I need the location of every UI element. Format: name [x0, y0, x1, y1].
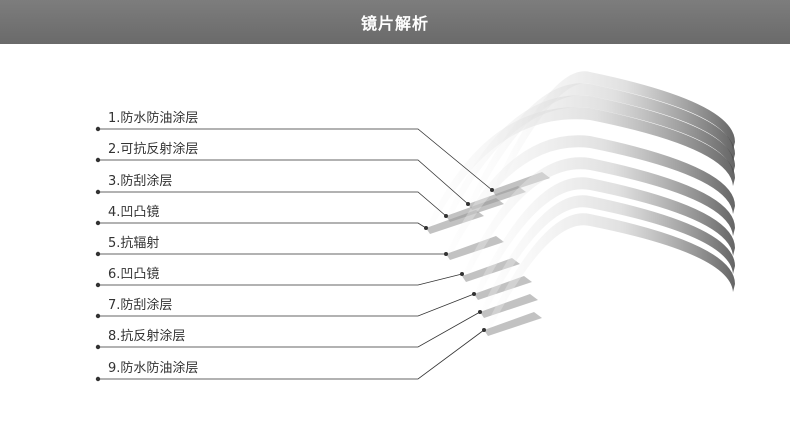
page-title: 镜片解析 [360, 14, 429, 33]
leader-end-7 [472, 292, 476, 296]
lens-layer-4 [426, 107, 735, 236]
leader-line-4 [98, 222, 427, 229]
lens-stack [426, 71, 735, 338]
leader-end-6 [460, 272, 464, 276]
layer-label-5: 5.抗辐射 [108, 236, 160, 251]
leader-lines [95, 126, 494, 382]
layer-label-7: 7.防刮涂层 [108, 298, 173, 313]
header-bar: 镜片解析 [0, 0, 790, 44]
layer-label-1: 1.防水防油涂层 [108, 111, 199, 126]
leader-end-1 [490, 188, 494, 192]
leader-end-8 [478, 310, 482, 314]
layer-label-8: 8.抗反射涂层 [108, 329, 186, 344]
layer-label-6: 6.凹凸镜 [108, 267, 160, 282]
leader-line-9 [98, 329, 485, 380]
lens-edge-9 [484, 312, 542, 336]
layer-label-2: 2.可抗反射涂层 [108, 142, 199, 157]
leader-line-7 [98, 293, 475, 317]
leader-end-3 [444, 214, 448, 218]
leader-end-5 [444, 252, 448, 256]
layer-label-4: 4.凹凸镜 [108, 205, 160, 220]
layer-label-9: 9.防水防油涂层 [108, 361, 199, 376]
leader-line-2 [98, 159, 469, 205]
leader-line-6 [98, 273, 463, 286]
lens-layer-6 [462, 157, 735, 284]
lens-layer-9 [484, 213, 735, 338]
leader-line-1 [98, 128, 493, 191]
leader-end-4 [424, 226, 428, 230]
lens-layer-7 [474, 177, 735, 302]
lens-layer-5 [446, 135, 735, 262]
lens-layer-8 [480, 195, 735, 320]
layer-label-3: 3.防刮涂层 [108, 174, 173, 189]
leader-end-2 [466, 202, 470, 206]
leader-line-8 [98, 311, 481, 348]
lens-edge-5 [446, 236, 504, 260]
leader-end-9 [482, 328, 486, 332]
leader-line-3 [98, 191, 447, 217]
